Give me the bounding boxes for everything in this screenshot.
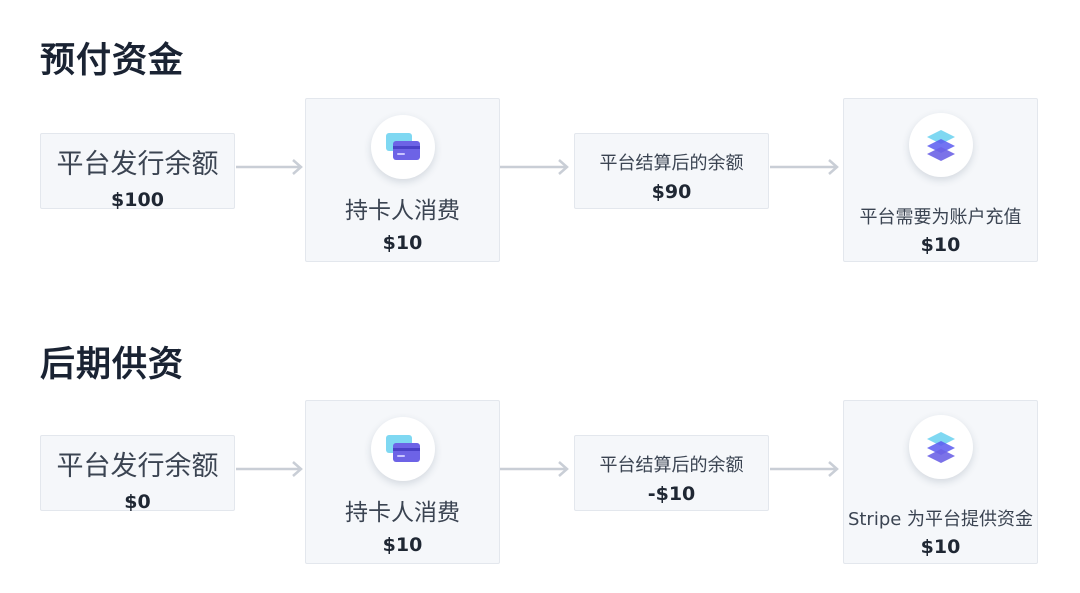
funding-label: Stripe 为平台提供资金 bbox=[847, 509, 1034, 530]
issued-balance-amount: $100 bbox=[111, 189, 164, 211]
layers-icon bbox=[908, 113, 973, 177]
cardholder-spend-amount: $10 bbox=[382, 232, 423, 254]
funding-box: 平台需要为账户充值 $10 bbox=[843, 98, 1038, 262]
cardholder-spend-label: 持卡人消费 bbox=[345, 198, 460, 224]
funding-amount: $10 bbox=[920, 536, 961, 558]
flow-arrow bbox=[770, 461, 839, 477]
issued-balance-amount: $0 bbox=[124, 491, 151, 513]
flow-arrow bbox=[236, 159, 303, 175]
funding-label: 平台需要为账户充值 bbox=[859, 207, 1022, 228]
section-title-postfunding: 后期供资 bbox=[40, 345, 185, 385]
flow-arrow bbox=[500, 159, 569, 175]
layers-icon bbox=[908, 415, 973, 479]
cardholder-spend-label: 持卡人消费 bbox=[345, 500, 460, 526]
funding-box: Stripe 为平台提供资金 $10 bbox=[843, 400, 1038, 564]
card-icon bbox=[370, 417, 435, 481]
cardholder-spend-box: 持卡人消费 $10 bbox=[305, 400, 500, 564]
settled-balance-amount: $90 bbox=[651, 181, 692, 203]
card-icon bbox=[370, 115, 435, 179]
section-title-prefunding: 预付资金 bbox=[40, 41, 185, 81]
settled-balance-box: 平台结算后的余额 -$10 bbox=[574, 435, 769, 511]
cardholder-spend-box: 持卡人消费 $10 bbox=[305, 98, 500, 262]
settled-balance-amount: -$10 bbox=[647, 483, 696, 505]
funding-amount: $10 bbox=[920, 234, 961, 256]
settled-balance-box: 平台结算后的余额 $90 bbox=[574, 133, 769, 209]
flow-arrow bbox=[770, 159, 839, 175]
cardholder-spend-amount: $10 bbox=[382, 534, 423, 556]
issued-balance-label: 平台发行余额 bbox=[56, 451, 219, 482]
settled-balance-label: 平台结算后的余额 bbox=[599, 153, 744, 174]
flow-arrow bbox=[236, 461, 303, 477]
issued-balance-label: 平台发行余额 bbox=[56, 149, 219, 180]
issued-balance-box: 平台发行余额 $0 bbox=[40, 435, 235, 513]
settled-balance-label: 平台结算后的余额 bbox=[599, 455, 744, 476]
issued-balance-box: 平台发行余额 $100 bbox=[40, 133, 235, 211]
flow-arrow bbox=[500, 461, 569, 477]
